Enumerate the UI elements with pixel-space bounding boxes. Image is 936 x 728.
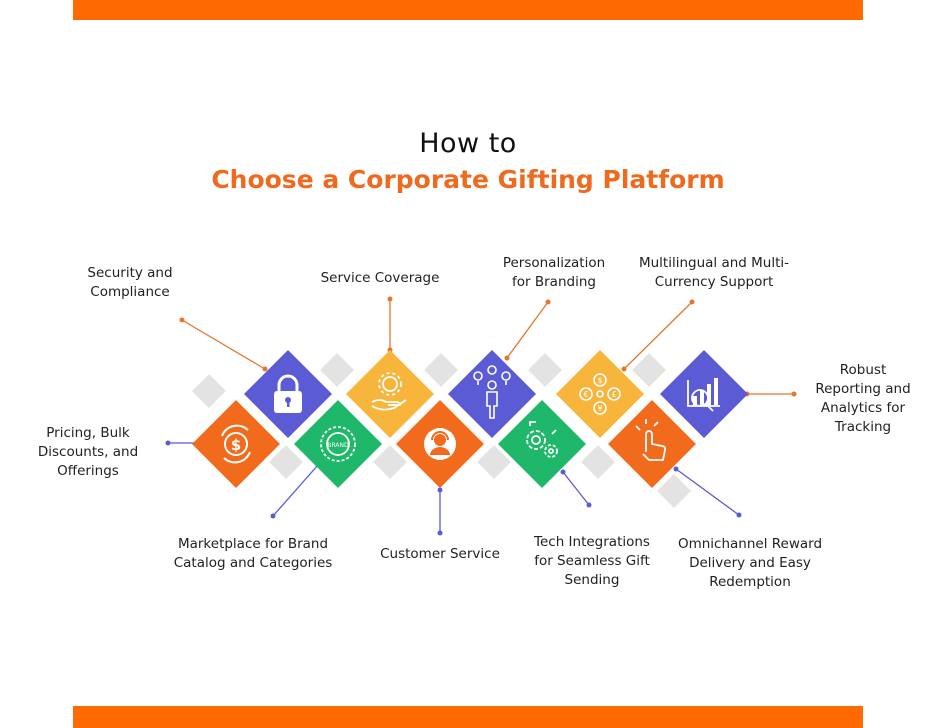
title-line-2: Choose a Corporate Gifting Platform — [211, 165, 725, 194]
svg-text:$: $ — [597, 376, 602, 385]
diamond-security — [244, 350, 332, 438]
bottom-accent-bar — [73, 706, 863, 728]
connector-personalization — [506, 301, 549, 359]
top-accent-bar — [73, 0, 863, 20]
headset-agent-icon — [424, 428, 456, 460]
diamond-personalization — [448, 350, 536, 438]
label-tech-integrations: Tech Integrations for Seamless Gift Send… — [534, 534, 650, 588]
label-reporting: Robust Reporting and Analytics for Track… — [815, 362, 911, 435]
diamond-customer-service — [396, 400, 484, 488]
diamond-marketplace: BRAND — [294, 400, 382, 488]
label-marketplace: Marketplace for Brand Catalog and Catego… — [173, 536, 333, 571]
title-line-1: How to — [419, 128, 517, 159]
connector-marketplace — [272, 464, 319, 517]
connector-omnichannel — [675, 468, 740, 516]
label-pricing: Pricing, Bulk Discounts, and Offerings — [37, 425, 139, 479]
label-personalization: Personalization for Branding — [502, 255, 606, 290]
label-security: Security and Compliance — [87, 265, 173, 300]
svg-text:$: $ — [231, 436, 241, 454]
connector-tech — [562, 471, 590, 506]
label-service-coverage: Service Coverage — [320, 270, 440, 286]
decorative-diamonds — [192, 353, 691, 508]
label-customer-service: Customer Service — [380, 546, 500, 562]
diamond-omnichannel — [608, 400, 696, 488]
gear-hand-icon — [371, 372, 407, 411]
diamond-pricing: $ — [192, 400, 280, 488]
svg-text:€: € — [583, 390, 588, 399]
padlock-icon — [274, 374, 302, 413]
svg-text:£: £ — [611, 390, 616, 399]
currency-coins-icon: $ £ ¥ € — [579, 373, 621, 415]
diamond-service-coverage — [346, 350, 434, 438]
label-multilingual: Multilingual and Multi- Currency Support — [638, 255, 790, 290]
gears-integration-icon — [526, 421, 558, 458]
label-omnichannel: Omnichannel Reward Delivery and Easy Red… — [677, 536, 823, 590]
hand-tap-icon — [635, 419, 667, 461]
person-options-icon — [473, 365, 511, 419]
connector-security — [181, 319, 266, 370]
diamond-tech-integrations — [498, 400, 586, 488]
svg-text:BRAND: BRAND — [327, 442, 349, 449]
dollar-cycle-icon: $ — [221, 424, 251, 464]
diamond-reporting — [660, 350, 748, 438]
analytics-chart-icon — [687, 378, 720, 412]
connector-lines — [168, 299, 794, 533]
connector-multilingual — [623, 301, 693, 370]
brand-badge-icon: BRAND — [320, 426, 356, 462]
diamond-multilingual: $ £ ¥ € — [556, 350, 644, 438]
svg-text:¥: ¥ — [597, 404, 602, 413]
